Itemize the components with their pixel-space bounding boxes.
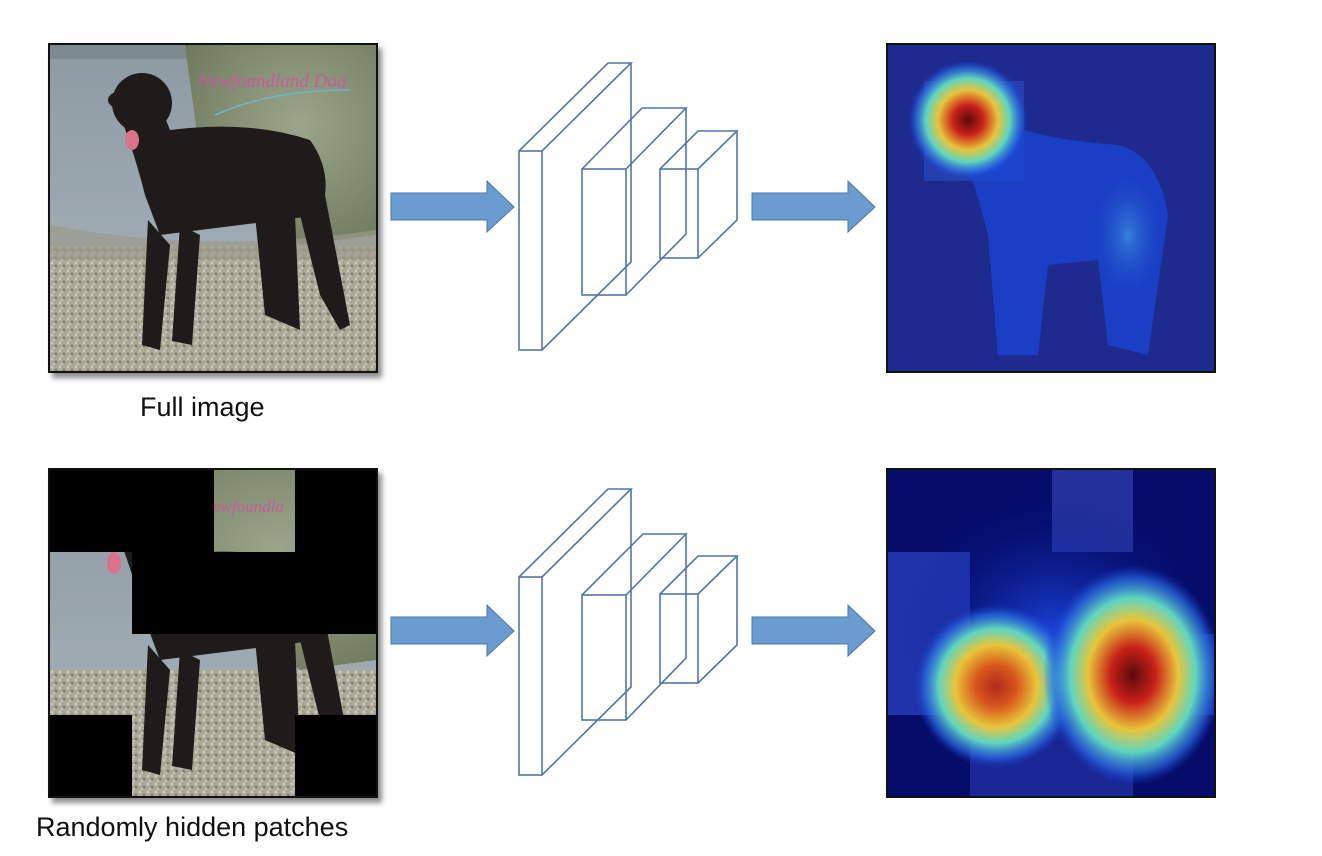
right-arrow-icon <box>751 179 876 234</box>
cnn-layers-icon <box>518 488 739 776</box>
caption-full-image: Full image <box>140 392 265 422</box>
right-arrow-icon <box>390 603 515 658</box>
right-arrow-icon <box>751 603 876 658</box>
heatmap-hidden-patches <box>886 468 1216 798</box>
watermark-text: ewfoundla <box>213 497 284 516</box>
hidden-patches <box>50 470 376 796</box>
input-image-full: Newfoundland Dog <box>48 43 378 373</box>
right-arrow-icon <box>390 179 515 234</box>
cnn-layers-icon <box>518 62 739 351</box>
caption-hidden-patches: Randomly hidden patches <box>36 812 349 842</box>
activation-heatmap <box>888 45 1214 371</box>
watermark-text: Newfoundland Dog <box>197 71 346 92</box>
dog-photo: Newfoundland Dog <box>50 45 376 371</box>
dog-photo-occluded: ewfoundla <box>50 470 376 796</box>
heatmap-full <box>886 43 1216 373</box>
activation-heatmap <box>888 470 1214 796</box>
input-image-hidden-patches: ewfoundla <box>48 468 378 798</box>
